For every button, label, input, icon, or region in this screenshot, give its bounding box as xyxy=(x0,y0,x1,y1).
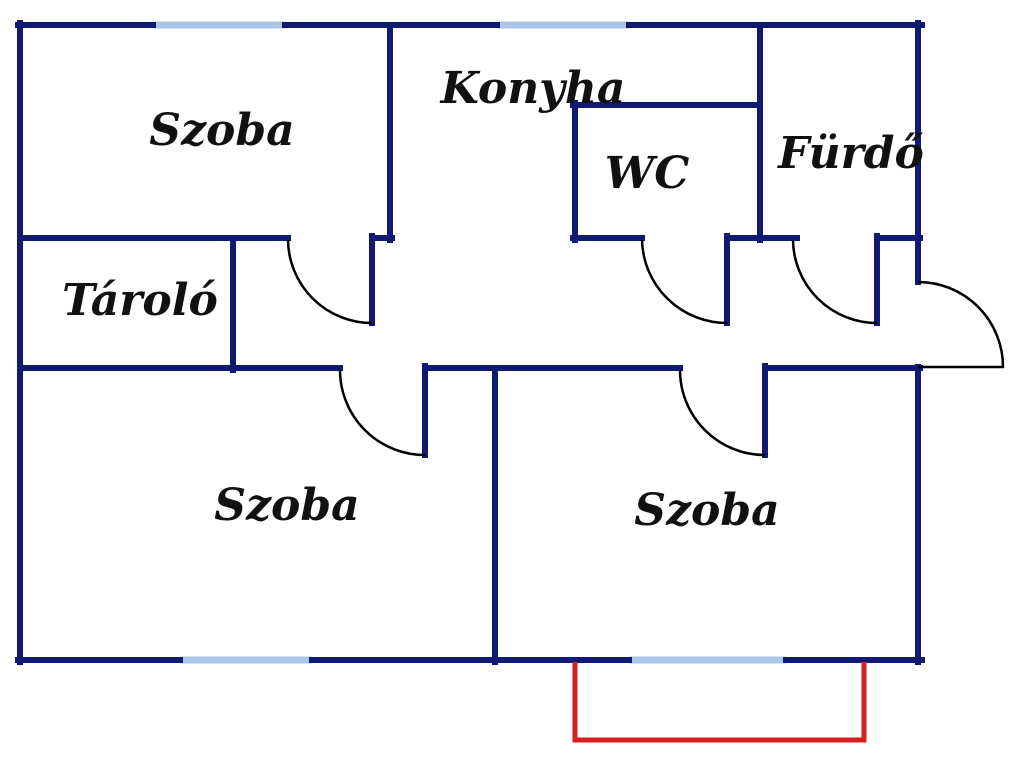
room-labels: Szoba Konyha WC Fürdő Tároló Szoba Szoba xyxy=(62,63,924,536)
balcony xyxy=(572,662,867,743)
room-label-szoba-bottom-right: Szoba xyxy=(634,485,779,536)
room-label-wc: WC xyxy=(605,148,689,199)
windows xyxy=(153,21,786,664)
door-furdo xyxy=(791,239,878,325)
doors xyxy=(286,239,1005,457)
door-szoba-top-left xyxy=(286,239,373,325)
door-szoba-bottom-left xyxy=(338,369,426,457)
door-entrance xyxy=(917,280,1005,369)
door-szoba-bottom-right xyxy=(678,369,766,457)
walls xyxy=(15,20,925,665)
door-wc xyxy=(640,239,728,325)
room-label-szoba-bottom-left: Szoba xyxy=(214,480,359,531)
room-label-furdo: Fürdő xyxy=(776,128,924,179)
room-label-tarolo: Tároló xyxy=(62,275,218,326)
room-label-konyha: Konyha xyxy=(439,63,626,114)
room-label-szoba-top-left: Szoba xyxy=(149,105,294,156)
